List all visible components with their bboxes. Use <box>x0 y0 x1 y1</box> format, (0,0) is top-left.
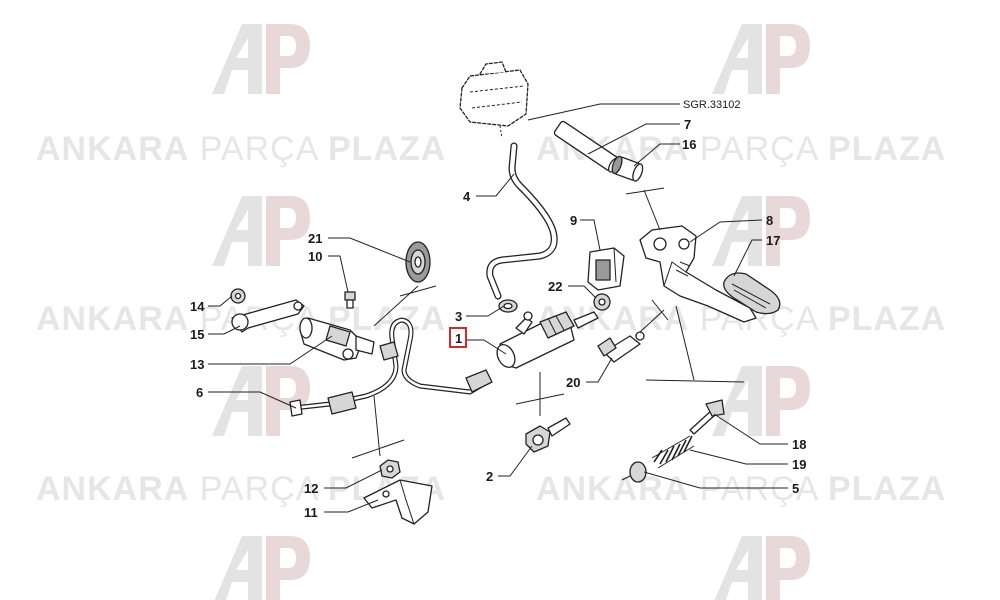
callout-13[interactable]: 13 <box>190 357 204 372</box>
callout-8[interactable]: 8 <box>766 213 773 228</box>
callout-22[interactable]: 22 <box>548 279 562 294</box>
watermark-word: ANKARA <box>536 470 689 508</box>
reference-code: SGR.33102 <box>683 99 740 111</box>
watermark-word: PARÇA <box>200 130 319 168</box>
watermark-word: PARÇA <box>700 130 819 168</box>
bracket-nut <box>379 459 401 479</box>
spring-seat <box>621 461 647 483</box>
pedal-stop <box>593 293 611 311</box>
callout-5[interactable]: 5 <box>792 481 799 496</box>
bleed-screw <box>344 291 356 309</box>
watermark-logo <box>714 536 810 600</box>
hydraulic-pipe <box>289 317 493 417</box>
hose-clamp <box>498 299 518 313</box>
fork-washer <box>230 288 246 304</box>
callout-19[interactable]: 19 <box>792 457 806 472</box>
watermark-word: PARÇA <box>200 470 319 508</box>
callout-10[interactable]: 10 <box>308 249 322 264</box>
watermark-word: PLAZA <box>828 300 946 338</box>
master-cylinder-pushrod <box>597 331 645 363</box>
callout-9[interactable]: 9 <box>570 213 577 228</box>
clutch-master-cylinder <box>496 311 599 369</box>
callout-2[interactable]: 2 <box>486 469 493 484</box>
spring-rod <box>689 399 725 435</box>
watermark-word: PLAZA <box>828 470 946 508</box>
watermark-word: PARÇA <box>700 470 819 508</box>
watermark-word: ANKARA <box>36 130 189 168</box>
assembly-guide-lines <box>351 187 745 459</box>
watermark-logo <box>212 196 310 266</box>
callout-4[interactable]: 4 <box>463 189 471 204</box>
callout-7[interactable]: 7 <box>684 117 691 132</box>
pedal-bush-short <box>611 155 644 182</box>
watermark-word: ANKARA <box>36 300 189 338</box>
mounting-bolt <box>525 417 571 453</box>
watermark-logo <box>712 196 810 266</box>
callout-numbers: 7 16 4 9 8 17 21 10 14 15 13 22 3 1 20 6… <box>190 117 806 520</box>
callout-14[interactable]: 14 <box>190 299 205 314</box>
watermark-logo <box>712 24 810 94</box>
pedal-switch <box>587 247 625 291</box>
reservoir-hose <box>486 142 558 300</box>
watermark-logo <box>212 24 310 94</box>
watermark-text: ANKARA PARÇA PLAZA ANKARA PARÇA PLAZA AN… <box>36 130 946 508</box>
callout-20[interactable]: 20 <box>566 375 580 390</box>
watermark-word: ANKARA <box>36 470 189 508</box>
callout-15[interactable]: 15 <box>190 327 204 342</box>
selected-part-highlight <box>449 327 467 348</box>
watermark-logos <box>212 24 810 600</box>
clutch-pedal-lever <box>639 225 757 323</box>
pedal-pad <box>723 272 781 315</box>
watermark-logo <box>712 366 810 436</box>
callout-12[interactable]: 12 <box>304 481 318 496</box>
watermark-word: PLAZA <box>328 130 446 168</box>
reservoir-tank <box>459 61 529 139</box>
callout-6[interactable]: 6 <box>196 385 203 400</box>
callout-21[interactable]: 21 <box>308 231 322 246</box>
clutch-slave-cylinder <box>299 317 375 361</box>
callout-17[interactable]: 17 <box>766 233 780 248</box>
svg-text:ANKARA PARÇA PLAZA: ANKARA PARÇA PLAZA <box>536 130 946 168</box>
pipe-bracket <box>363 479 433 525</box>
leader-lines <box>208 103 788 513</box>
watermark-word: PLAZA <box>828 130 946 168</box>
callout-18[interactable]: 18 <box>792 437 806 452</box>
rubber-grommet <box>405 241 431 283</box>
return-spring <box>651 435 695 469</box>
svg-text:ANKARA PARÇA PLAZA: ANKARA PARÇA PLAZA <box>536 470 946 508</box>
callout-3[interactable]: 3 <box>455 309 462 324</box>
callout-11[interactable]: 11 <box>304 505 318 520</box>
callout-1[interactable]: 1 <box>455 331 462 346</box>
release-fork-lever <box>231 299 305 333</box>
callout-16[interactable]: 16 <box>682 137 696 152</box>
svg-text:ANKARA PARÇA PLAZA: ANKARA PARÇA PLAZA <box>36 130 446 168</box>
parts <box>230 61 781 525</box>
watermark-logo <box>212 366 310 436</box>
watermark-logo <box>214 536 310 600</box>
